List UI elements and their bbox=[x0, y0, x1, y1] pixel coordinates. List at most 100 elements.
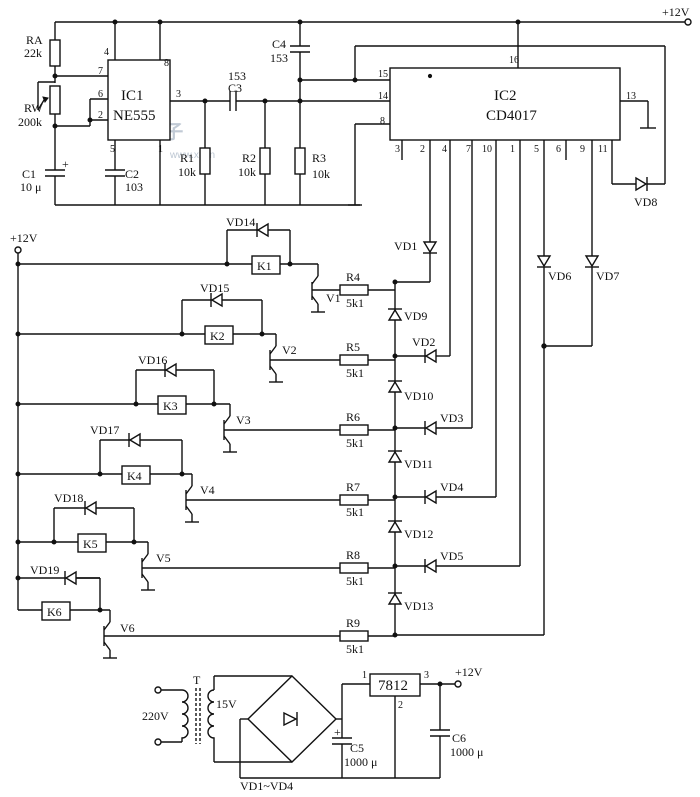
c2-label: C2 bbox=[125, 167, 139, 181]
v1-label: V1 bbox=[326, 291, 341, 305]
ic1-pin-8: 8 bbox=[164, 58, 169, 69]
mains-label: 220V bbox=[142, 709, 169, 723]
ic2-pin-1: 1 bbox=[510, 144, 515, 155]
c2-value: 103 bbox=[125, 180, 143, 194]
stage-3: K3 VD16 V3 R6 5k1 bbox=[18, 353, 395, 453]
vd3-label: VD3 bbox=[440, 411, 463, 425]
vd16-label: VD16 bbox=[138, 353, 167, 367]
ic2-pin-2: 2 bbox=[420, 144, 425, 155]
psu-output-label: +12V bbox=[455, 665, 483, 679]
r4-label: R4 bbox=[346, 270, 360, 284]
vd10-label: VD10 bbox=[404, 389, 433, 403]
ic2-pin-4: 4 bbox=[442, 144, 447, 155]
k4-label: K4 bbox=[127, 469, 142, 483]
ic2-pin-9: 9 bbox=[580, 144, 585, 155]
r2-label: R2 bbox=[242, 151, 256, 165]
ra-label: RA bbox=[26, 33, 43, 47]
vd11-label: VD11 bbox=[404, 457, 433, 471]
ic2-pin-14: 14 bbox=[378, 91, 388, 102]
timing-network: RA 22k RW 200k + C1 10 μ bbox=[18, 22, 360, 206]
regulator-label: 7812 bbox=[378, 678, 408, 694]
ic1-pin-6: 6 bbox=[98, 89, 103, 100]
top-supply-label: +12V bbox=[662, 5, 690, 19]
ic1-pin-4: 4 bbox=[104, 47, 109, 58]
ic2-cd4017: IC2 CD4017 15 14 8 16 13 3 2 4 7 10 1 5 … bbox=[348, 19, 666, 566]
r1-label: R1 bbox=[180, 151, 194, 165]
r8-label: R8 bbox=[346, 548, 360, 562]
c5-polarity: + bbox=[334, 725, 341, 739]
ic2-pin-16: 16 bbox=[509, 55, 519, 66]
r3-label: R3 bbox=[312, 151, 326, 165]
r2-resistor: R2 10k bbox=[238, 101, 271, 205]
c4-label: C4 bbox=[272, 37, 286, 51]
vd1-diode: VD1 bbox=[394, 239, 438, 283]
vd19-label: VD19 bbox=[30, 563, 59, 577]
v4-label: V4 bbox=[200, 483, 215, 497]
r8-value: 5k1 bbox=[346, 574, 364, 588]
stage-1: K1 VD14 V1 R4 5k1 bbox=[18, 215, 395, 313]
ic2-pin-10: 10 bbox=[482, 144, 492, 155]
k6-label: K6 bbox=[47, 605, 62, 619]
r5-label: R5 bbox=[346, 340, 360, 354]
c4-value: 153 bbox=[270, 51, 288, 65]
reg-pin-1: 1 bbox=[362, 670, 367, 681]
ic2-pin-11: 11 bbox=[598, 144, 608, 155]
ic2-pin-15: 15 bbox=[378, 69, 388, 80]
vd17-label: VD17 bbox=[90, 423, 119, 437]
vd6-vd7-diodes: VD6 VD7 bbox=[395, 255, 619, 636]
c4-r3-network: C4 153 R3 10k bbox=[270, 19, 390, 205]
c1-polarity: + bbox=[62, 157, 69, 171]
vd14-label: VD14 bbox=[226, 215, 255, 229]
vd5-label: VD5 bbox=[440, 549, 463, 563]
ic1-part: NE555 bbox=[113, 108, 156, 124]
ic2-pin-13: 13 bbox=[626, 91, 636, 102]
r6-value: 5k1 bbox=[346, 436, 364, 450]
vd13-label: VD13 bbox=[404, 599, 433, 613]
r4-value: 5k1 bbox=[346, 296, 364, 310]
c1-label: C1 bbox=[22, 167, 36, 181]
r9-value: 5k1 bbox=[346, 642, 364, 656]
left-supply-rail: +12V bbox=[10, 231, 42, 611]
ra-value: 22k bbox=[24, 46, 42, 60]
k2-label: K2 bbox=[210, 329, 225, 343]
stage-2: K2 VD15 V2 R5 5k1 bbox=[18, 281, 395, 383]
c5-label: C5 bbox=[350, 741, 364, 755]
top-supply-rail: +12V bbox=[55, 5, 692, 26]
ic2-pin-7: 7 bbox=[466, 144, 471, 155]
r6-label: R6 bbox=[346, 410, 360, 424]
bridge-label: VD1~VD4 bbox=[240, 779, 293, 793]
ic1-pin-2: 2 bbox=[98, 110, 103, 121]
ic1-ref: IC1 bbox=[121, 88, 144, 104]
vd18-label: VD18 bbox=[54, 491, 83, 505]
r7-label: R7 bbox=[346, 480, 360, 494]
v6-label: V6 bbox=[120, 621, 135, 635]
c6-value: 1000 μ bbox=[450, 745, 483, 759]
ic2-pin-8: 8 bbox=[380, 116, 385, 127]
vd6-label: VD6 bbox=[548, 269, 571, 283]
vd1-label: VD1 bbox=[394, 239, 417, 253]
watermark-site: www.x .cn bbox=[169, 150, 215, 161]
k1-label: K1 bbox=[257, 259, 272, 273]
r1-value: 10k bbox=[178, 165, 196, 179]
vd7-label: VD7 bbox=[596, 269, 619, 283]
c6-label: C6 bbox=[452, 731, 466, 745]
transformer-label: T bbox=[193, 673, 201, 687]
input-diodes: VD2 VD3 VD4 VD5 bbox=[395, 335, 520, 574]
secondary-label: 15V bbox=[216, 697, 237, 711]
vd9-label: VD9 bbox=[404, 309, 427, 323]
r1-resistor: R1 10k bbox=[178, 101, 211, 205]
vd4-label: VD4 bbox=[440, 480, 463, 494]
ic1-pin-7: 7 bbox=[98, 66, 103, 77]
ic1-pin-3: 3 bbox=[176, 89, 181, 100]
r7-value: 5k1 bbox=[346, 505, 364, 519]
ic2-pin-3: 3 bbox=[395, 144, 400, 155]
rw-label: RW bbox=[24, 101, 43, 115]
c3-label: C3 bbox=[228, 81, 242, 95]
r3-value: 10k bbox=[312, 167, 330, 181]
c3-capacitor: 153 C3 bbox=[228, 69, 390, 111]
r9-label: R9 bbox=[346, 616, 360, 630]
vd12-label: VD12 bbox=[404, 527, 433, 541]
c3-value: 153 bbox=[228, 69, 246, 83]
r5-value: 5k1 bbox=[346, 366, 364, 380]
ic1-ne555: IC1 NE555 7 6 2 5 4 8 3 1 C2 103 bbox=[98, 19, 230, 205]
